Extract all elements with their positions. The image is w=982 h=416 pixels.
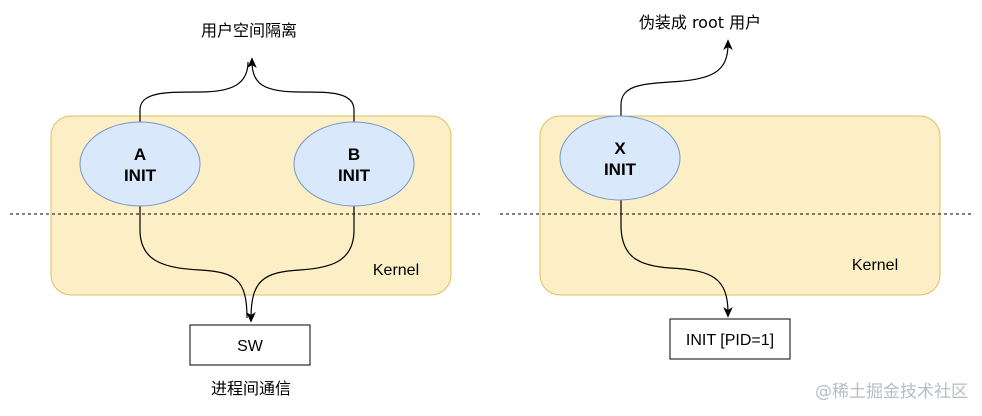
- node-b: [293, 121, 415, 207]
- bottom-label-left: 进程间通信: [211, 379, 291, 398]
- sw-box-label: SW: [237, 338, 264, 355]
- init-pid-box-label: INIT [PID=1]: [686, 332, 774, 349]
- connector-x-to-init: [620, 200, 733, 318]
- node-x-role: INIT: [604, 160, 637, 179]
- connector-a-to-sw: [139, 205, 248, 319]
- watermark: @稀土掘金技术社区: [815, 382, 968, 402]
- kernel-label-right: Kernel: [852, 257, 898, 274]
- connector-x-to-top: [620, 39, 733, 120]
- connector-b-to-top: [247, 57, 355, 125]
- top-label-left: 用户空间隔离: [201, 21, 297, 40]
- node-a-role: INIT: [124, 166, 157, 185]
- node-b-name: B: [348, 145, 360, 164]
- kernel-label-left: Kernel: [373, 262, 419, 279]
- node-b-role: INIT: [338, 166, 371, 185]
- node-a: [79, 121, 201, 207]
- top-label-right: 伪装成 root 用户: [639, 13, 761, 32]
- connector-b-to-sw: [246, 205, 355, 323]
- node-x: [559, 115, 681, 201]
- sw-box: [189, 324, 311, 366]
- node-x-name: X: [614, 139, 626, 158]
- init-pid-box: [669, 318, 791, 360]
- node-a-name: A: [134, 145, 146, 164]
- connector-a-to-top: [139, 61, 249, 125]
